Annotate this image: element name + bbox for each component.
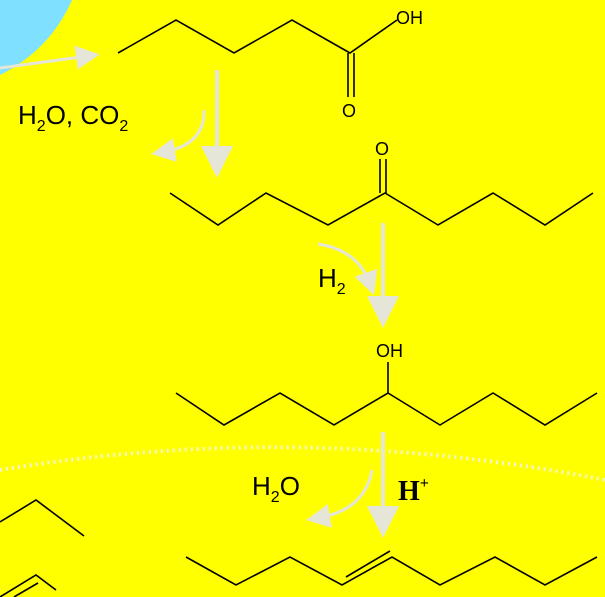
step3-byproduct: H2O: [252, 471, 300, 506]
alkene-chain: [185, 556, 598, 586]
acid-chain: [117, 19, 398, 54]
acid-hydroxyl-label: OH: [396, 8, 423, 28]
step1-byproduct-arrow: [151, 109, 206, 162]
acid-oxygen-label: O: [342, 101, 356, 121]
left-partial-double-bond: [13, 582, 39, 597]
left-partial-chain-1: [0, 499, 85, 537]
incoming-arrow: [0, 45, 100, 70]
blue-region: [0, 0, 72, 75]
acid-catalyst-label: H+: [398, 475, 429, 507]
ketone-chain: [169, 192, 594, 226]
alkene-double-bond: [345, 550, 391, 578]
step2-reagent-arrow: [317, 242, 378, 296]
alcohol-hydroxyl-label: OH: [376, 341, 403, 361]
step2-reagent: H2: [318, 263, 346, 298]
step3-byproduct-arrow: [306, 469, 374, 528]
dotted-boundary: [0, 445, 605, 482]
left-partial-chain-2: [0, 574, 57, 597]
ketone-oxygen-label: O: [375, 139, 389, 159]
step1-byproducts: H2O, CO2: [18, 100, 128, 135]
